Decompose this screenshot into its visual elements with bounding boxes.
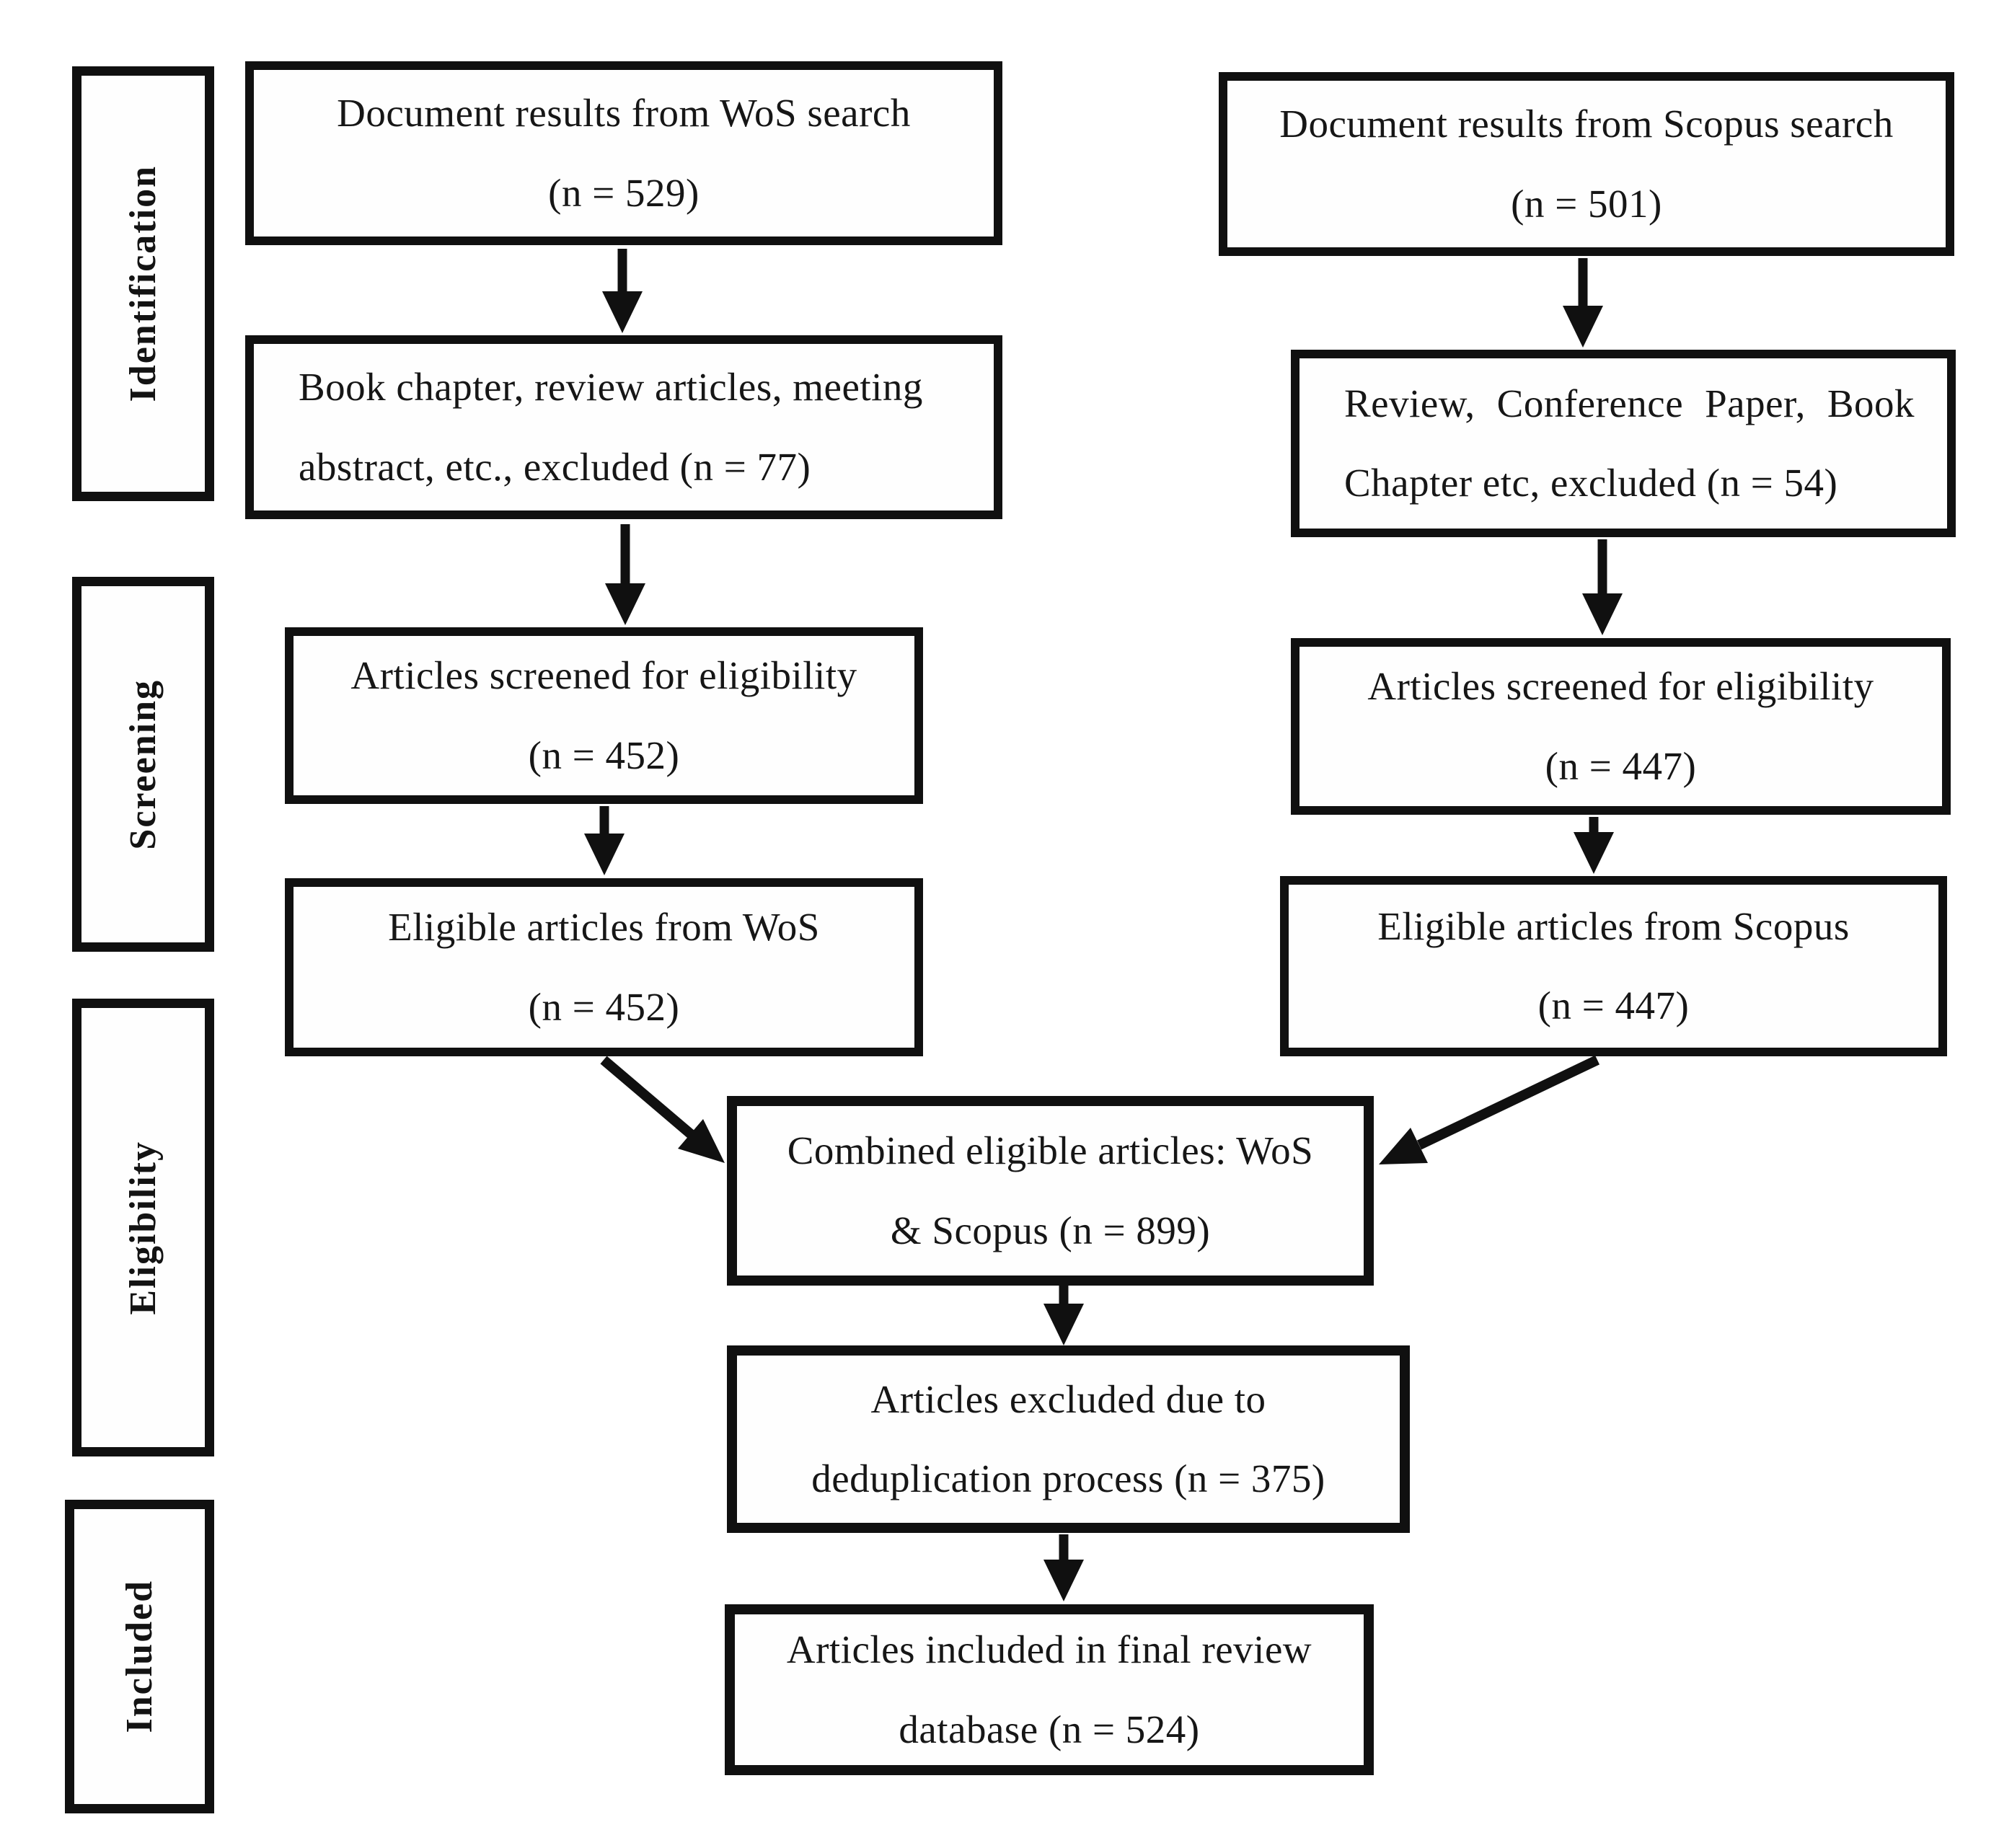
arrow-wos-excluded-to-screened	[605, 524, 645, 625]
arrow-wos-eligible-to-combined	[600, 1056, 725, 1163]
node-scopus-screened-text: Articles screened for eligibility	[1367, 664, 1874, 709]
stage-eligibility-label: Eligibility	[123, 1140, 164, 1315]
stage-eligibility: Eligibility	[72, 999, 214, 1456]
stage-identification-label: Identification	[123, 165, 164, 402]
node-wos-screened-count: (n = 452)	[528, 733, 680, 777]
node-wos-excluded-count: abstract, etc., excluded (n = 77)	[299, 444, 811, 489]
arrow-combined-to-dedup	[1043, 1286, 1084, 1345]
arrow-scopus-source-to-excluded	[1563, 258, 1603, 348]
node-wos-excluded: Book chapter, review articles, meeting a…	[245, 335, 1002, 519]
node-scopus-eligible-text: Eligible articles from Scopus	[1377, 903, 1850, 948]
arrow-scopus-excluded-to-screened	[1582, 539, 1623, 635]
node-scopus-source-count: (n = 501)	[1511, 181, 1662, 226]
stage-screening: Screening	[72, 577, 214, 952]
arrow-dedup-to-final	[1043, 1534, 1084, 1601]
node-wos-source: Document results from WoS search (n = 52…	[245, 61, 1002, 245]
node-dedup-excluded-text: Articles excluded due to	[870, 1376, 1266, 1421]
node-final-included: Articles included in final review databa…	[725, 1604, 1374, 1775]
stage-included: Included	[65, 1500, 214, 1813]
node-scopus-screened: Articles screened for eligibility (n = 4…	[1291, 638, 1951, 815]
node-wos-source-count: (n = 529)	[548, 170, 700, 215]
node-wos-screened-text: Articles screened for eligibility	[350, 653, 857, 698]
node-combined-count: & Scopus (n = 899)	[890, 1208, 1211, 1252]
node-wos-excluded-text: Book chapter, review articles, meeting	[299, 365, 923, 410]
node-scopus-source-text: Document results from Scopus search	[1279, 102, 1894, 146]
node-wos-eligible-text: Eligible articles from WoS	[388, 905, 820, 950]
node-scopus-excluded-count: Chapter etc, excluded (n = 54)	[1344, 461, 1838, 505]
node-combined: Combined eligible articles: WoS & Scopus…	[727, 1096, 1374, 1286]
node-wos-screened: Articles screened for eligibility (n = 4…	[285, 627, 923, 804]
node-wos-eligible: Eligible articles from WoS (n = 452)	[285, 878, 923, 1056]
node-scopus-excluded: Review, Conference Paper, Book Chapter e…	[1291, 350, 1956, 537]
stage-screening-label: Screening	[123, 678, 164, 850]
stage-identification: Identification	[72, 66, 214, 501]
node-scopus-source: Document results from Scopus search (n =…	[1219, 72, 1954, 256]
arrow-scopus-eligible-to-combined	[1379, 1055, 1600, 1164]
node-combined-text: Combined eligible articles: WoS	[787, 1128, 1314, 1173]
node-wos-source-text: Document results from WoS search	[337, 91, 911, 136]
arrow-wos-source-to-excluded	[602, 249, 643, 333]
node-dedup-excluded-count: deduplication process (n = 375)	[811, 1456, 1325, 1500]
stage-included-label: Included	[119, 1580, 160, 1733]
node-wos-eligible-count: (n = 452)	[528, 984, 680, 1029]
arrow-scopus-screened-to-eligible	[1574, 817, 1614, 874]
node-scopus-excluded-text: Review, Conference Paper, Book	[1344, 381, 1915, 425]
arrow-wos-screened-to-eligible	[584, 806, 625, 875]
node-scopus-eligible: Eligible articles from Scopus (n = 447)	[1280, 876, 1947, 1056]
node-scopus-screened-count: (n = 447)	[1545, 743, 1697, 788]
node-scopus-eligible-count: (n = 447)	[1537, 983, 1690, 1027]
node-final-included-count: database (n = 524)	[899, 1707, 1200, 1751]
node-dedup-excluded: Articles excluded due to deduplication p…	[727, 1345, 1410, 1533]
node-final-included-text: Articles included in final review	[786, 1627, 1312, 1672]
